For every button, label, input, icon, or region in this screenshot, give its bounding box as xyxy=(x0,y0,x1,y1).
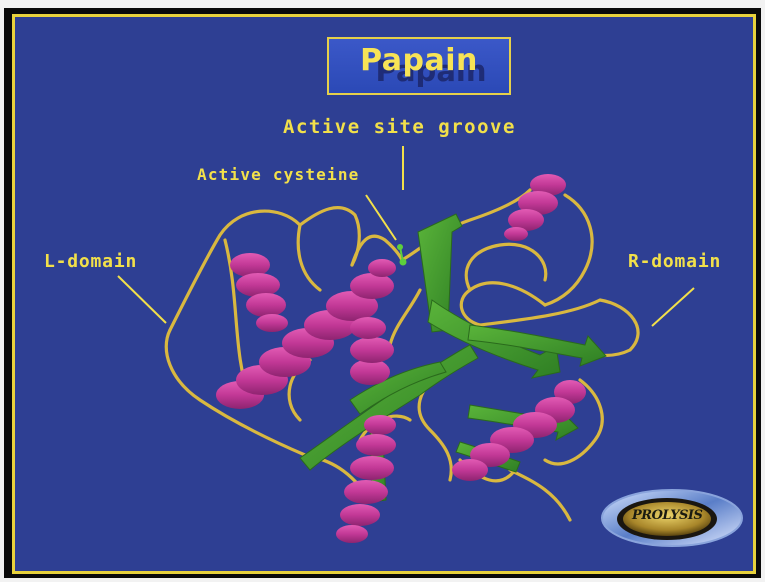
label-r-domain: R-domain xyxy=(628,251,721,272)
logo-text: PROLYSIS xyxy=(632,508,702,523)
cysteine-pointer-line xyxy=(366,195,396,240)
helix-r-top xyxy=(504,174,566,241)
beta-sheets xyxy=(300,214,606,502)
r-domain-pointer-line xyxy=(652,288,694,326)
helix-central xyxy=(350,317,394,385)
label-l-domain: L-domain xyxy=(44,251,137,272)
label-active-site-groove: Active site groove xyxy=(283,116,516,138)
l-domain-pointer-line xyxy=(118,276,166,323)
helix-l-upper xyxy=(230,253,288,332)
label-active-cysteine: Active cysteine xyxy=(197,165,360,184)
